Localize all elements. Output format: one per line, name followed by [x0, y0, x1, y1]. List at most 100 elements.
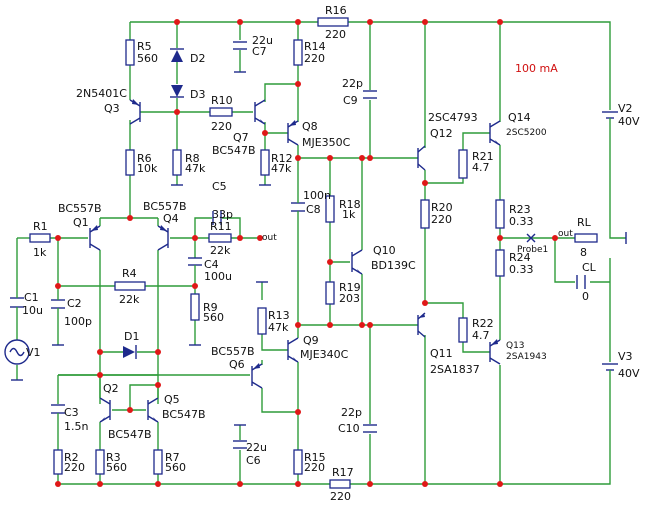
transistor-q11[interactable] [417, 312, 426, 338]
label-r17-ref: R17 [332, 466, 354, 479]
label-q7-ref: Q7 [233, 131, 249, 144]
label-r19-ref: R19 [339, 281, 361, 294]
label-v2-value: 40V [618, 115, 640, 128]
resistor-r8[interactable] [172, 149, 182, 176]
resistor-r5[interactable] [125, 39, 135, 66]
battery-v3[interactable] [602, 363, 618, 375]
label-r21-value: 4.7 [472, 161, 490, 174]
resistor-r21[interactable] [458, 149, 468, 179]
transistor-q5[interactable] [147, 385, 159, 423]
label-r2-value: 220 [64, 461, 85, 474]
resistor-r9[interactable] [190, 293, 200, 321]
label-r7-value: 560 [165, 461, 186, 474]
label-r1-value: 1k [33, 246, 47, 259]
label-q3-ref: Q3 [104, 102, 120, 115]
capacitor-c7[interactable] [233, 41, 247, 50]
resistor-r13[interactable] [257, 307, 267, 335]
transistor-q14[interactable] [489, 120, 501, 146]
junctions [55, 19, 558, 487]
capacitor-c5[interactable] [212, 211, 222, 225]
source-v1[interactable] [4, 339, 30, 365]
resistor-r16[interactable] [317, 17, 349, 27]
resistor-r1[interactable] [29, 233, 51, 243]
label-r14-value: 220 [304, 52, 325, 65]
label-q4-part: BC557B [143, 200, 187, 213]
probe-marker[interactable] [526, 233, 536, 243]
capacitor-c3[interactable] [51, 404, 65, 416]
resistor-r17[interactable] [329, 479, 351, 489]
transistor-q10[interactable] [351, 249, 363, 275]
transistor-q12[interactable] [417, 145, 426, 171]
resistor-r18[interactable] [325, 195, 335, 223]
label-d3-ref: D3 [190, 88, 205, 101]
resistor-r3[interactable] [95, 449, 105, 475]
resistor-r23[interactable] [495, 199, 505, 229]
capacitor-c6[interactable] [233, 440, 247, 449]
capacitor-c2[interactable] [51, 296, 65, 316]
diode-d2[interactable] [170, 48, 184, 62]
resistor-rl[interactable] [574, 233, 598, 243]
resistor-r15[interactable] [293, 449, 303, 475]
resistor-r24[interactable] [495, 249, 505, 277]
label-r6-ref: R6 [137, 152, 152, 165]
capacitor-c1[interactable] [10, 290, 24, 315]
label-v1-ref: V1 [26, 346, 41, 359]
transistor-q4[interactable] [157, 225, 169, 251]
label-r12-value: 47k [271, 162, 292, 175]
label-r20-ref: R20 [431, 201, 453, 214]
label-q7-part: BC547B [212, 144, 256, 157]
transistor-q6[interactable] [251, 363, 263, 389]
capacitor-c4[interactable] [188, 257, 202, 272]
diode-d3[interactable] [170, 85, 184, 98]
label-q8-part: MJE350C [302, 136, 351, 149]
label-d1-ref: D1 [124, 330, 139, 343]
transistor-q1[interactable] [89, 225, 101, 251]
resistor-r19[interactable] [325, 281, 335, 305]
resistor-r11[interactable] [208, 233, 232, 243]
resistor-r12[interactable] [260, 149, 270, 176]
resistor-r6[interactable] [125, 149, 135, 176]
label-r3-ref: R3 [106, 451, 121, 464]
label-c7-value: 22u [252, 34, 273, 47]
label-c6-ref: C6 [246, 454, 261, 467]
capacitor-c9[interactable] [363, 90, 377, 99]
resistor-r22[interactable] [458, 317, 468, 343]
transistor-q7[interactable] [254, 99, 266, 125]
label-r16-ref: R16 [325, 4, 347, 17]
resistor-r7[interactable] [153, 449, 163, 475]
label-out-2: out [558, 229, 573, 239]
resistor-r14[interactable] [293, 39, 303, 66]
label-r12-ref: R12 [271, 152, 293, 165]
label-q2-ref: Q2 [103, 382, 119, 395]
resistor-r4[interactable] [114, 281, 146, 291]
transistor-q9[interactable] [287, 337, 299, 363]
label-c8-value: 100n [303, 189, 331, 202]
capacitor-cl[interactable] [576, 275, 586, 289]
label-r24-value: 0.33 [509, 263, 534, 276]
capacitor-c8[interactable] [291, 200, 305, 215]
label-q14-part: 2SC5200 [506, 128, 547, 138]
transistor-q3[interactable] [129, 99, 141, 125]
diode-d1[interactable] [123, 345, 137, 359]
label-r10-ref: R10 [211, 94, 233, 107]
resistor-r20[interactable] [420, 199, 430, 229]
resistor-r10[interactable] [209, 107, 233, 117]
transistor-q2[interactable] [99, 375, 111, 423]
label-v2-ref: V2 [618, 102, 633, 115]
label-q14-ref: Q14 [508, 111, 531, 124]
transistor-q13[interactable] [489, 339, 501, 365]
label-q6-part: BC557B [211, 345, 255, 358]
label-r2-ref: R2 [64, 451, 79, 464]
label-c1-value: 10u [22, 304, 43, 317]
resistor-r2[interactable] [53, 449, 63, 475]
label-r7-ref: R7 [165, 451, 180, 464]
battery-v2[interactable] [602, 111, 618, 130]
transistor-q8[interactable] [287, 120, 299, 146]
label-q9-ref: Q9 [303, 334, 319, 347]
label-q1-part: BC557B [58, 202, 102, 215]
label-rl-ref: RL [577, 216, 592, 229]
label-r20-value: 220 [431, 213, 452, 226]
label-q9-part: MJE340C [300, 348, 349, 361]
label-r15-value: 220 [304, 461, 325, 474]
capacitor-c10[interactable] [363, 424, 377, 433]
